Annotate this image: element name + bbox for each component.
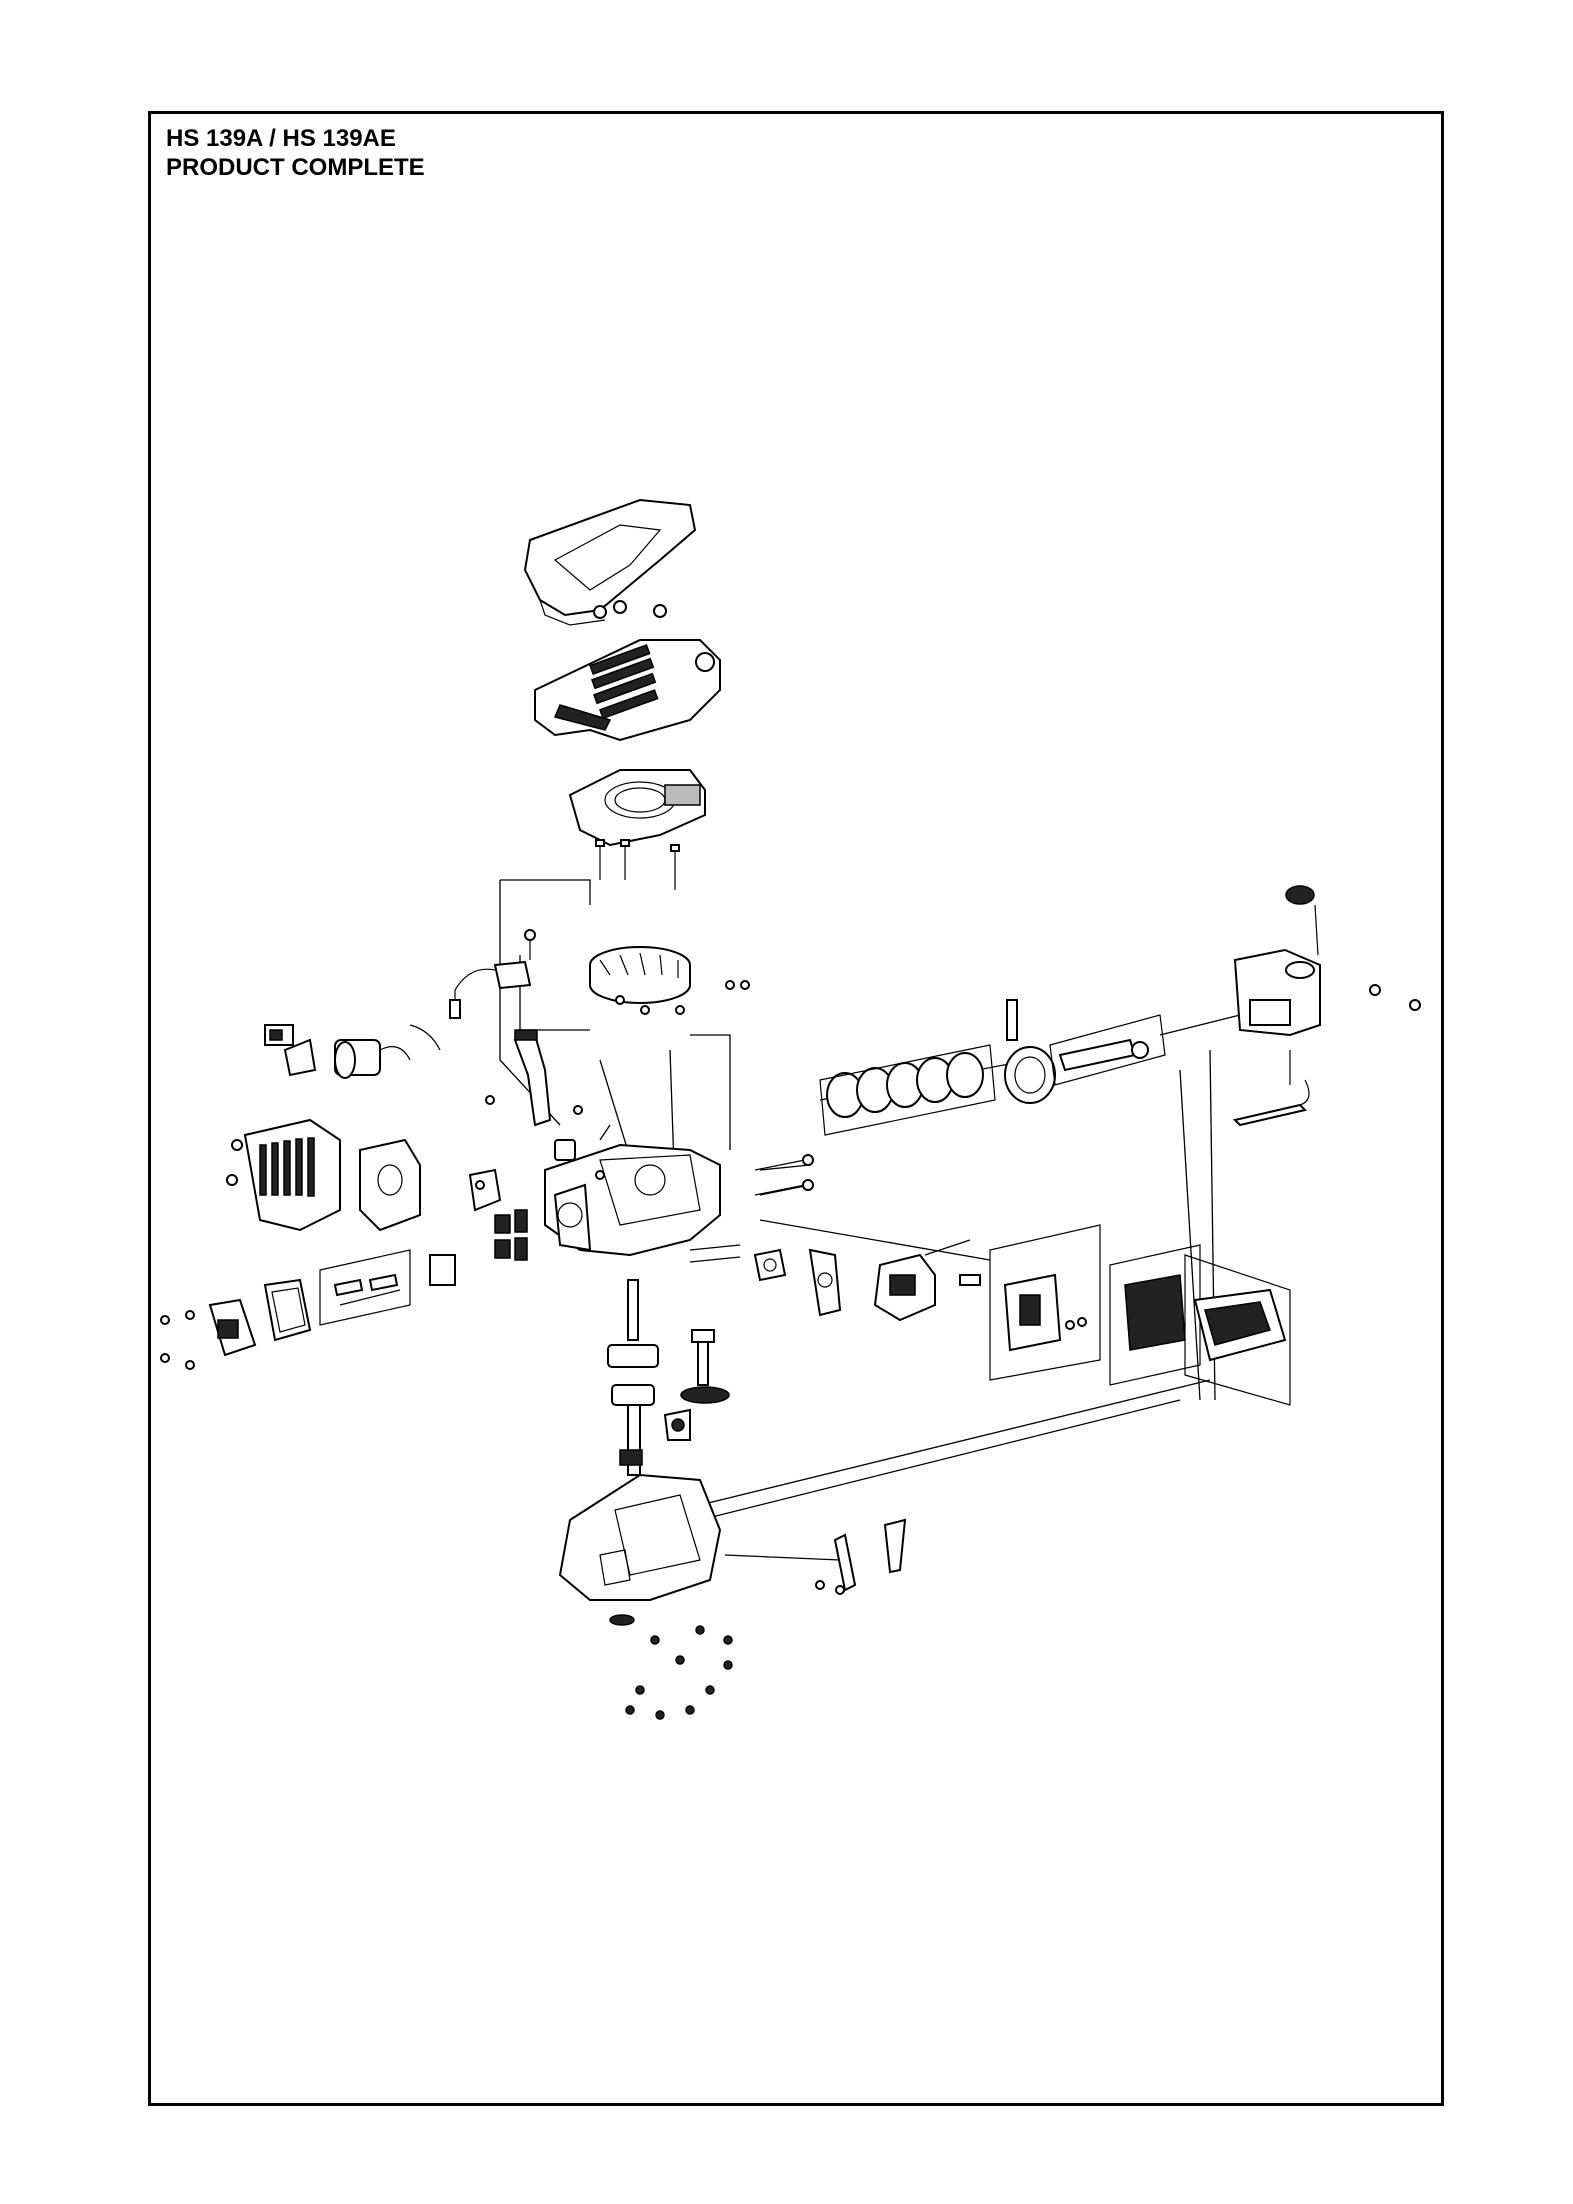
fuel-tank <box>1233 948 1321 1037</box>
title-block: HS 139A / HS 139AE PRODUCT COMPLETE <box>166 124 425 182</box>
throttle-bracket <box>815 1518 907 1595</box>
governor <box>663 1408 691 1441</box>
head-bolts <box>754 1154 814 1196</box>
electric-starter <box>334 1024 441 1079</box>
timing-gear <box>619 1449 643 1466</box>
air-filter-base <box>989 1224 1101 1381</box>
crankcase-cover <box>558 1473 722 1626</box>
ignition-coil <box>449 929 536 1019</box>
valve-springs <box>494 1209 528 1261</box>
exhaust-gasket <box>468 1168 502 1212</box>
flywheel <box>589 946 691 1004</box>
intake-studs <box>689 1244 741 1263</box>
crankcase <box>544 1143 721 1257</box>
valve-cover-bolts <box>160 1310 195 1370</box>
section-title: PRODUCT COMPLETE <box>166 154 425 181</box>
top-cover-lower <box>534 639 721 742</box>
oil-filler-tube <box>513 1029 576 1161</box>
piston-rings <box>819 1044 996 1136</box>
starter-housing <box>568 769 706 847</box>
vent-slots <box>589 644 659 720</box>
valve-cover-gasket <box>263 1278 312 1342</box>
control-bracket <box>264 1024 317 1077</box>
model-title: HS 139A / HS 139AE <box>166 125 396 152</box>
muffler-guard <box>243 1118 341 1232</box>
connecting-rod <box>1049 1014 1166 1086</box>
drawing-frame <box>148 111 1444 2106</box>
air-filter-cover <box>1184 1254 1291 1406</box>
muffler <box>359 1138 421 1232</box>
camshaft <box>680 1329 730 1404</box>
top-cover-upper <box>523 498 697 626</box>
carb-insulator <box>808 1248 842 1317</box>
valve-cover <box>208 1298 257 1357</box>
muffler-bolt <box>226 1174 238 1186</box>
piston <box>1004 999 1056 1104</box>
crankshaft <box>607 1279 659 1476</box>
fuel-tank-bolts <box>1369 984 1421 1011</box>
air-filter-element <box>1109 1244 1201 1386</box>
muffler-bolt <box>231 1139 243 1151</box>
fuel-line <box>1233 1050 1310 1127</box>
starter-bolts <box>595 839 680 890</box>
fuel-cap <box>1285 885 1319 956</box>
rocker-assembly <box>319 1249 456 1326</box>
carburetor <box>873 1239 981 1322</box>
shroud-fasteners <box>593 600 667 619</box>
misc-fasteners <box>475 980 750 1190</box>
sump-bolts <box>625 1625 733 1720</box>
intake-gasket <box>753 1248 787 1282</box>
